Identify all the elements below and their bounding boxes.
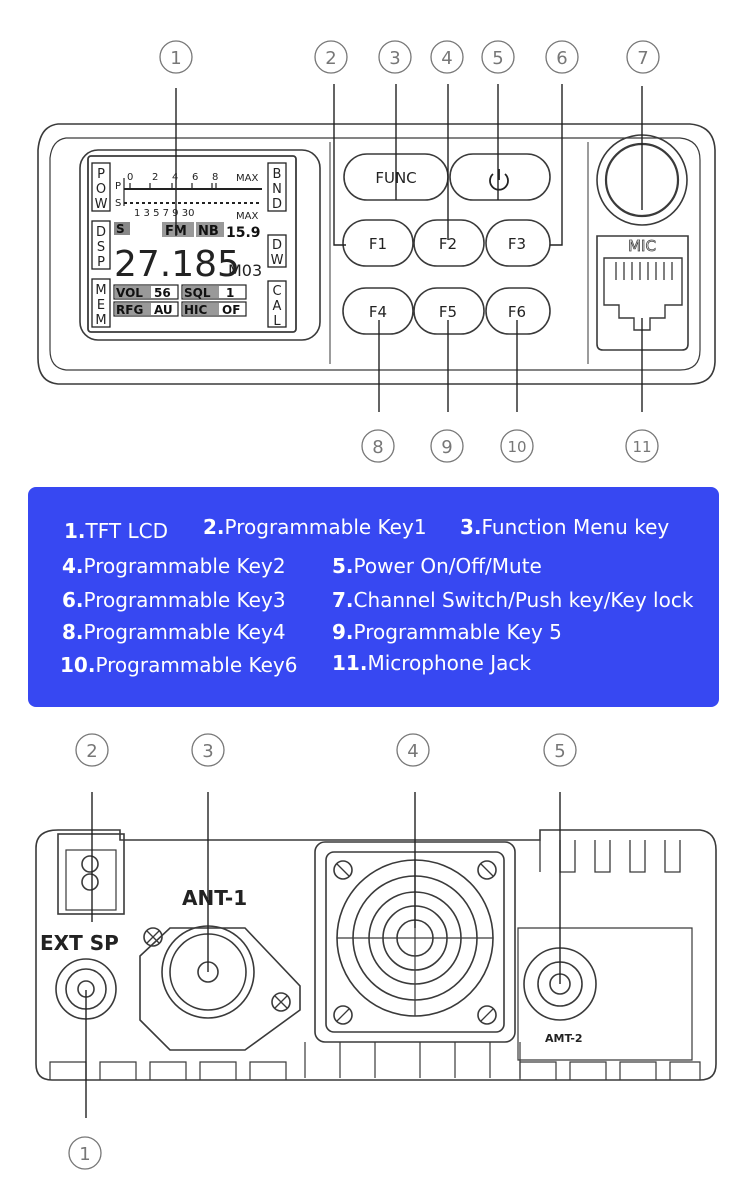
f5-button[interactable] [413, 287, 485, 335]
lcd-nb-value: 15.9 [226, 225, 261, 241]
lcd-meter-s-scale: 1 3 5 7 9 30 [134, 208, 194, 219]
f2-button[interactable] [413, 219, 485, 267]
legend-item-8: 8.Programmable Key4 [62, 620, 286, 644]
callout-7: 7 [637, 48, 648, 69]
lcd-meter-s-label: S [115, 198, 121, 209]
lcd-max-label-bottom: MAX [236, 211, 258, 222]
f4-button[interactable] [342, 287, 414, 335]
back-callout-4: 4 [407, 741, 418, 762]
f5-button-label: F5 [439, 303, 457, 321]
lcd-channel: M03 [228, 261, 262, 280]
callout-6: 6 [556, 48, 567, 69]
callout-3: 3 [389, 48, 400, 69]
lcd-vol-label: VOL [116, 286, 143, 300]
power-button[interactable] [449, 153, 551, 201]
lcd-vol-value: 56 [154, 286, 171, 300]
lcd-p-scale-tick: 8 [212, 172, 218, 183]
legend-panel: 1.TFT LCD 2.Programmable Key1 3.Function… [28, 487, 719, 707]
callout-1: 1 [170, 48, 181, 69]
legend-item-5: 5.Power On/Off/Mute [332, 554, 542, 578]
back-panel-diagram: ANT-1 EXT SP AMT-2 2 3 4 5 1 [35, 733, 717, 1170]
f1-button[interactable] [342, 219, 414, 267]
back-callout-1: 1 [79, 1144, 90, 1165]
lcd-rfg-value: AU [154, 303, 173, 317]
lcd-sql-label: SQL [184, 286, 211, 300]
f3-button[interactable] [485, 219, 551, 267]
f2-button-label: F2 [439, 235, 457, 253]
callout-2: 2 [325, 48, 336, 69]
callout-10: 10 [507, 438, 526, 456]
legend-item-4: 4.Programmable Key2 [62, 554, 286, 578]
callout-5: 5 [492, 48, 503, 69]
lcd-p-scale-tick: 4 [172, 172, 178, 183]
lcd-rfg-label: RFG [116, 303, 143, 317]
back-callout-3: 3 [202, 741, 213, 762]
f6-button-label: F6 [508, 303, 526, 321]
legend-item-9: 9.Programmable Key 5 [332, 620, 562, 644]
callout-9: 9 [441, 437, 452, 458]
f4-button-label: F4 [369, 303, 387, 321]
legend-item-6: 6.Programmable Key3 [62, 588, 286, 612]
legend-item-2: 2.Programmable Key1 [203, 515, 427, 539]
lcd-p-scale-tick: 0 [127, 172, 133, 183]
legend-item-7: 7.Channel Switch/Push key/Key lock [332, 588, 694, 612]
power-icon [489, 169, 509, 191]
callout-11: 11 [632, 438, 651, 456]
f6-button[interactable] [485, 287, 551, 335]
lcd-meter-p-label: P [115, 181, 121, 192]
lcd-p-scale-tick: 6 [192, 172, 198, 183]
callout-4: 4 [441, 48, 452, 69]
callout-8: 8 [372, 437, 383, 458]
lcd-sql-value: 1 [226, 286, 234, 300]
ext-sp-label: EXT SP [40, 931, 119, 955]
lcd-hic-label: HIC [184, 303, 208, 317]
legend-item-3: 3.Function Menu key [460, 515, 670, 539]
lcd-s-badge: S [116, 222, 125, 236]
back-callout-2: 2 [86, 741, 97, 762]
legend-item-1: 1.TFT LCD [64, 519, 168, 543]
ant1-label: ANT-1 [182, 886, 247, 910]
f1-button-label: F1 [369, 235, 387, 253]
lcd-frequency: 27.185 [114, 244, 240, 285]
f3-button-label: F3 [508, 235, 526, 253]
back-callout-5: 5 [554, 741, 565, 762]
mic-label: MIC [628, 237, 656, 255]
amt2-label: AMT-2 [545, 1032, 583, 1045]
legend-item-11: 11.Microphone Jack [332, 651, 531, 675]
lcd-p-scale-tick: 2 [152, 172, 158, 183]
lcd-meter-p-scale: 0 2 4 6 8 [127, 172, 218, 183]
lcd-nb-badge: NB [198, 224, 219, 239]
legend-item-10: 10.Programmable Key6 [60, 653, 298, 677]
lcd-hic-value: OF [222, 303, 240, 317]
lcd-max-label-top: MAX [236, 173, 258, 184]
